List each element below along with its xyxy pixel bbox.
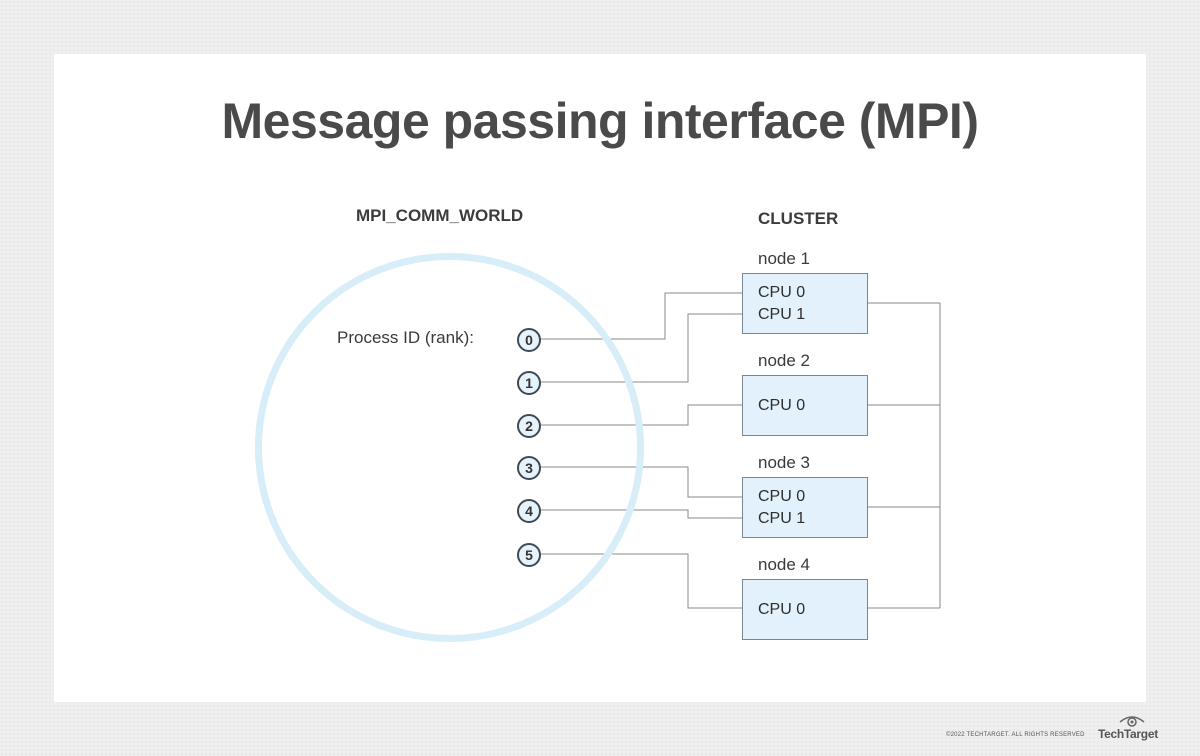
world-heading: MPI_COMM_WORLD	[356, 206, 524, 225]
node-4-cpu-0: CPU 0	[758, 601, 806, 618]
comm-world-circle	[255, 253, 644, 642]
node-3-cpu-0: CPU 0	[758, 488, 806, 505]
rank-badge-1: 1	[517, 371, 541, 395]
node-1-box: CPU 0 CPU 1	[742, 273, 868, 334]
wire-rank-5	[541, 553, 742, 609]
node-2-label: node 2	[758, 351, 810, 370]
node-4-box: CPU 0	[742, 579, 868, 640]
cluster-heading: CLUSTER	[758, 209, 839, 228]
node-1-label: node 1	[758, 249, 810, 268]
rank-badge-3: 3	[517, 456, 541, 480]
node-1-cpu-1: CPU 1	[758, 306, 806, 323]
copyright-notice: ©2022 TECHTARGET. ALL RIGHTS RESERVED	[946, 732, 1085, 738]
node-4-label: node 4	[758, 555, 810, 574]
node-2-box: CPU 0	[742, 375, 868, 436]
techtarget-logo: TechTarget	[1098, 727, 1158, 741]
rank-badge-5: 5	[517, 543, 541, 567]
rank-badge-2: 2	[517, 414, 541, 438]
node-3-box: CPU 0 CPU 1	[742, 477, 868, 538]
techtarget-eye-icon	[1119, 716, 1145, 727]
rank-badge-0: 0	[517, 328, 541, 352]
process-id-label: Process ID (rank):	[337, 328, 474, 347]
rank-badge-4: 4	[517, 499, 541, 523]
node-1-cpu-0: CPU 0	[758, 284, 806, 301]
node-3-cpu-1: CPU 1	[758, 510, 806, 527]
node-2-cpu-0: CPU 0	[758, 397, 806, 414]
diagram-title: Message passing interface (MPI)	[221, 93, 979, 149]
node-3-label: node 3	[758, 453, 810, 472]
